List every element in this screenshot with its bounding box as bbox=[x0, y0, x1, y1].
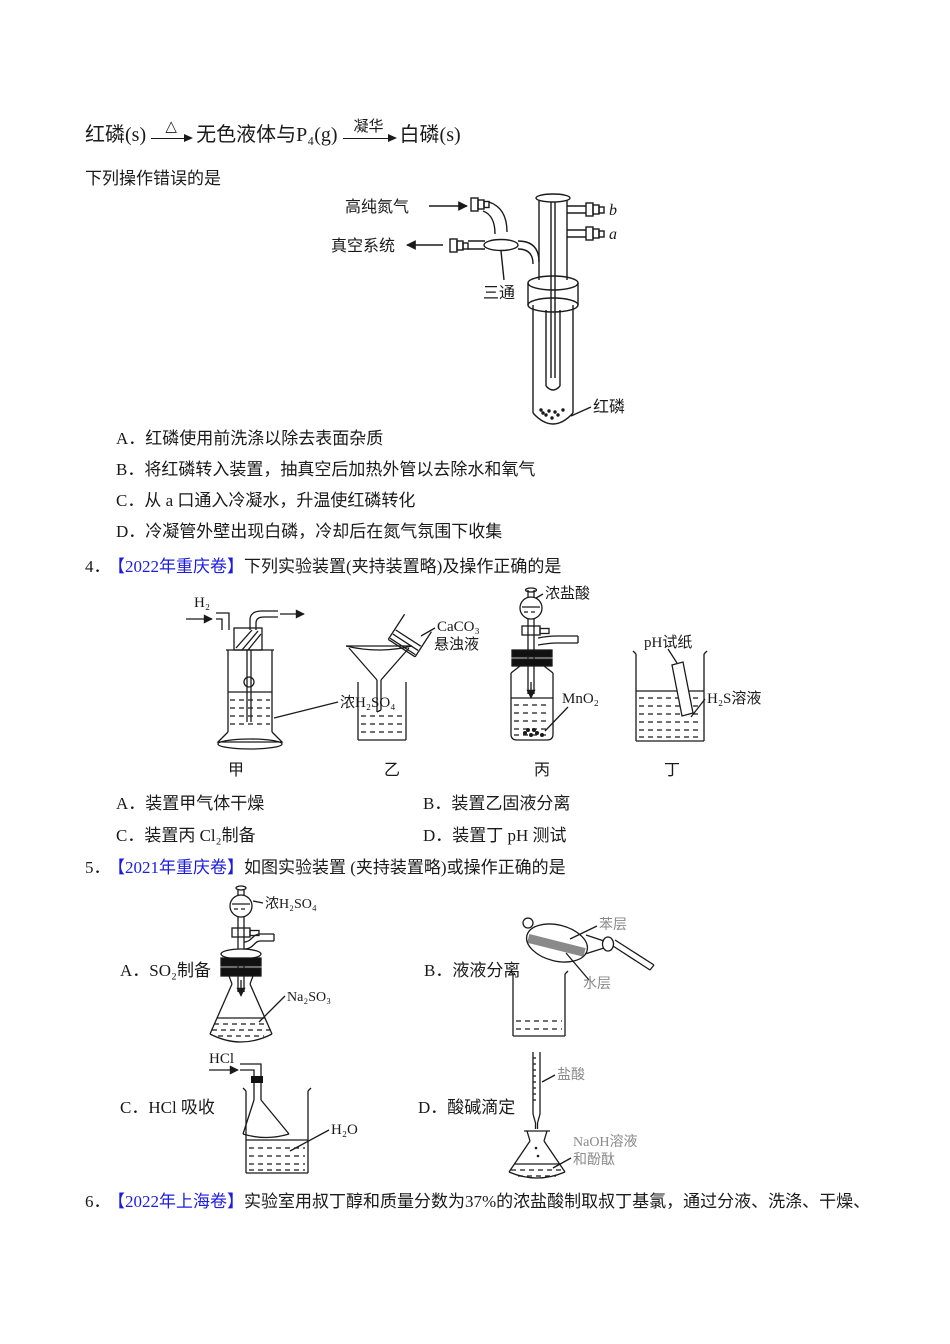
q3-option-a: A．红磷使用前洗涤以除去表面杂质 bbox=[116, 429, 384, 448]
q6-source: 【2022年上海卷】 bbox=[116, 1192, 245, 1211]
arrow2-condition: 凝华 bbox=[353, 119, 384, 135]
q5-apparatus-diagram: 浓H₂SO₄ Na₂SO₃ 苯层 水层 HCl H₂O 盐酸 NaOH溶液 和酚… bbox=[209, 885, 655, 1179]
conc-hcl-label: 浓盐酸 bbox=[545, 585, 590, 602]
device-ding-ph-beaker bbox=[632, 648, 708, 742]
caco3-label: CaCO₃ bbox=[437, 619, 480, 635]
q5-option-c: C．HCl 吸收 bbox=[120, 1098, 215, 1117]
q5-source: 【2021年重庆卷】 bbox=[116, 858, 245, 877]
naoh-label-line1: NaOH溶液 bbox=[573, 1134, 638, 1150]
q4-stem: 下列实验装置(夹持装置略)及操作正确的是 bbox=[244, 557, 562, 576]
q3-option-c: C．从 a 口通入冷凝水，升温使红磷转化 bbox=[116, 491, 416, 510]
nitrogen-label: 高纯氮气 bbox=[345, 198, 409, 216]
q6-heading: 6． 【2022年上海卷】实验室用叔丁醇和质量分数为37%的浓盐酸制取叔丁基氯，通… bbox=[85, 1191, 870, 1212]
arrow1-shaft bbox=[151, 134, 194, 142]
port-b-label: b bbox=[609, 202, 617, 219]
device-ding-label: 丁 bbox=[664, 762, 680, 779]
device-titration bbox=[508, 1052, 572, 1179]
q6-stem: 实验室用叔丁醇和质量分数为37%的浓盐酸制取叔丁基氯，通过分液、洗涤、干燥、 bbox=[244, 1192, 871, 1211]
q4-option-b: B．装置乙固液分离 bbox=[423, 794, 571, 813]
reaction-arrow-1: △ bbox=[151, 119, 194, 147]
suspension-label: 悬浊液 bbox=[434, 636, 479, 653]
port-a-label: a bbox=[609, 226, 617, 243]
na2so3-label: Na₂SO₃ bbox=[287, 990, 331, 1005]
device-separating-funnel bbox=[509, 917, 655, 1037]
equation-mid: 无色液体与P₄(g) bbox=[196, 124, 338, 146]
hcl-gas-label: HCl bbox=[209, 1051, 234, 1067]
tee-label: 三通 bbox=[483, 284, 515, 302]
q3-option-b: B．将红磷转入装置，抽真空后加热外管以去除水和氧气 bbox=[116, 460, 536, 479]
q4-number: 4． bbox=[85, 557, 111, 576]
vacuum-label: 真空系统 bbox=[331, 237, 395, 255]
q3-stem: 下列操作错误的是 bbox=[85, 169, 221, 188]
h2-label: H₂ bbox=[194, 595, 210, 611]
h2o-label: H₂O bbox=[331, 1122, 358, 1138]
q5-number: 5． bbox=[85, 858, 111, 877]
arrow2-shaft bbox=[342, 134, 397, 142]
q5-option-a: A．SO₂制备 bbox=[120, 961, 211, 980]
device-so2-generator bbox=[209, 885, 286, 1043]
equation-lhs: 红磷(s) bbox=[85, 124, 147, 146]
hydrochloric-acid-label: 盐酸 bbox=[557, 1067, 585, 1083]
q6-number: 6． bbox=[85, 1192, 111, 1211]
q5-heading: 5． 【2021年重庆卷】如图实验装置 (夹持装置略)或操作正确的是 bbox=[85, 857, 566, 878]
q5-option-d: D．酸碱滴定 bbox=[418, 1098, 516, 1117]
reaction-arrow-2: 凝华 bbox=[342, 119, 397, 147]
water-layer-label: 水层 bbox=[583, 976, 611, 992]
q4-option-c: C．装置丙 Cl₂制备 bbox=[116, 826, 256, 845]
q3-option-d: D．冷凝管外壁出现白磷，冷却后在氮气氛围下收集 bbox=[116, 522, 503, 541]
ph-paper-label: pH试纸 bbox=[644, 634, 692, 651]
equation-rhs: 白磷(s) bbox=[399, 124, 461, 146]
device-yi-funnel-beaker bbox=[345, 613, 436, 741]
benzene-layer-label: 苯层 bbox=[599, 916, 627, 933]
chemical-equation: 红磷(s) △ 无色液体与P₄(g) 凝华 白磷(s) bbox=[85, 118, 461, 147]
q4-heading: 4． 【2022年重庆卷】下列实验装置(夹持装置略)及操作正确的是 bbox=[85, 556, 561, 577]
red-phosphorus-label: 红磷 bbox=[593, 398, 625, 416]
naoh-label-line2: 和酚酞 bbox=[573, 1152, 615, 1168]
device-bing-label: 丙 bbox=[534, 762, 550, 779]
device-jia-label: 甲 bbox=[228, 762, 244, 779]
q4-apparatus-diagram: H₂ 浓H₂SO₄ 甲 CaCO₃ 悬浊液 乙 浓盐酸 MnO₂ 丙 pH试纸 … bbox=[186, 585, 761, 779]
q4-option-d: D．装置丁 pH 测试 bbox=[423, 826, 567, 845]
conc-h2so4-label: 浓H₂SO₄ bbox=[340, 694, 395, 711]
q5-option-b: B．液液分离 bbox=[424, 961, 521, 980]
device-yi-label: 乙 bbox=[384, 762, 400, 779]
q4-option-a: A．装置甲气体干燥 bbox=[116, 794, 265, 813]
q4-source: 【2022年重庆卷】 bbox=[116, 557, 245, 576]
h2s-solution-label: H₂S溶液 bbox=[707, 690, 761, 707]
device-hcl-absorption bbox=[209, 1063, 330, 1174]
conc-h2so4-label-q5: 浓H₂SO₄ bbox=[265, 896, 317, 912]
q5-stem: 如图实验装置 (夹持装置略)或操作正确的是 bbox=[244, 858, 566, 877]
device-bing-generator bbox=[510, 587, 579, 741]
mno2-label: MnO₂ bbox=[562, 691, 599, 707]
q3-apparatus-diagram: 高纯氮气 真空系统 三通 b a 红磷 bbox=[331, 193, 625, 425]
device-jia-washing-bottle bbox=[186, 609, 339, 750]
arrow1-condition: △ bbox=[165, 119, 177, 135]
